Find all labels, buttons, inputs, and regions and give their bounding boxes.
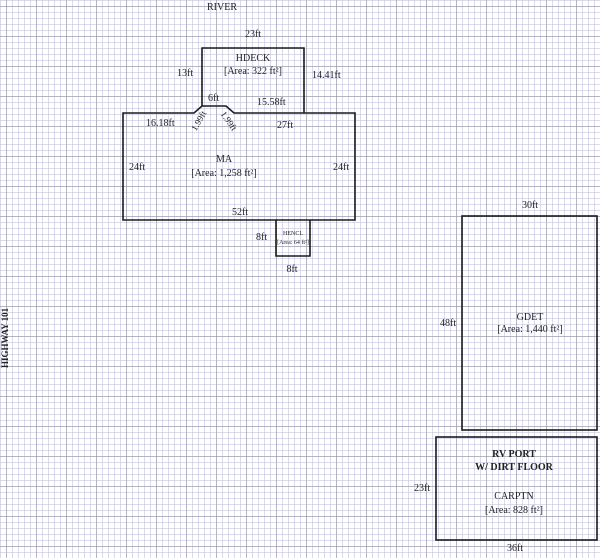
highway-label: HIGHWAY 101 bbox=[0, 307, 10, 368]
rv-port-note-line2: W/ DIRT FLOOR bbox=[475, 462, 553, 473]
hdeck-dim-top: 23ft bbox=[244, 29, 262, 40]
gdet-outline[interactable] bbox=[461, 215, 598, 431]
gdet-dim-top: 30ft bbox=[521, 200, 539, 211]
hdeck-outline[interactable] bbox=[201, 47, 305, 113]
hencl-area: [Area: 64 ft²] bbox=[277, 240, 309, 246]
hdeck-dim-right: 14.41ft bbox=[312, 70, 341, 81]
hdeck-dim-bottom-right: 15.58ft bbox=[257, 97, 286, 108]
gdet-area: [Area: 1,440 ft²] bbox=[497, 324, 563, 335]
ma-name: MA bbox=[215, 154, 233, 165]
carptn-dim-left: 23ft bbox=[414, 483, 431, 494]
gdet-dim-left: 48ft bbox=[440, 318, 457, 329]
ma-dim-right: 24ft bbox=[333, 162, 350, 173]
ma-outline[interactable] bbox=[122, 105, 356, 221]
hdeck-dim-left: 13ft bbox=[177, 68, 194, 79]
ma-dim-top-left: 16.18ft bbox=[146, 118, 175, 129]
carptn-outline[interactable] bbox=[435, 436, 598, 541]
river-label: RIVER bbox=[207, 2, 237, 13]
ma-dim-bottom: 52ft bbox=[231, 207, 249, 218]
hencl-dim-bottom: 8ft bbox=[286, 264, 298, 275]
hencl-outline[interactable] bbox=[275, 220, 311, 257]
carptn-name: CARPTN bbox=[494, 491, 534, 502]
ma-dim-top-right: 27ft bbox=[277, 120, 294, 131]
hencl-name: HENCL bbox=[283, 231, 303, 237]
hdeck-dim-bottom-left: 6ft bbox=[208, 93, 220, 104]
carptn-dim-bottom: 36ft bbox=[506, 543, 524, 554]
hencl-dim-left: 8ft bbox=[256, 232, 268, 243]
rv-port-note-line1: RV PORT bbox=[492, 449, 536, 460]
hdeck-area: [Area: 322 ft²] bbox=[224, 66, 282, 77]
ma-dim-left: 24ft bbox=[129, 162, 146, 173]
gdet-name: GDET bbox=[516, 312, 544, 323]
carptn-area: [Area: 828 ft²] bbox=[485, 505, 543, 516]
ma-area: [Area: 1,258 ft²] bbox=[191, 168, 257, 179]
hdeck-name: HDECK bbox=[235, 53, 271, 64]
